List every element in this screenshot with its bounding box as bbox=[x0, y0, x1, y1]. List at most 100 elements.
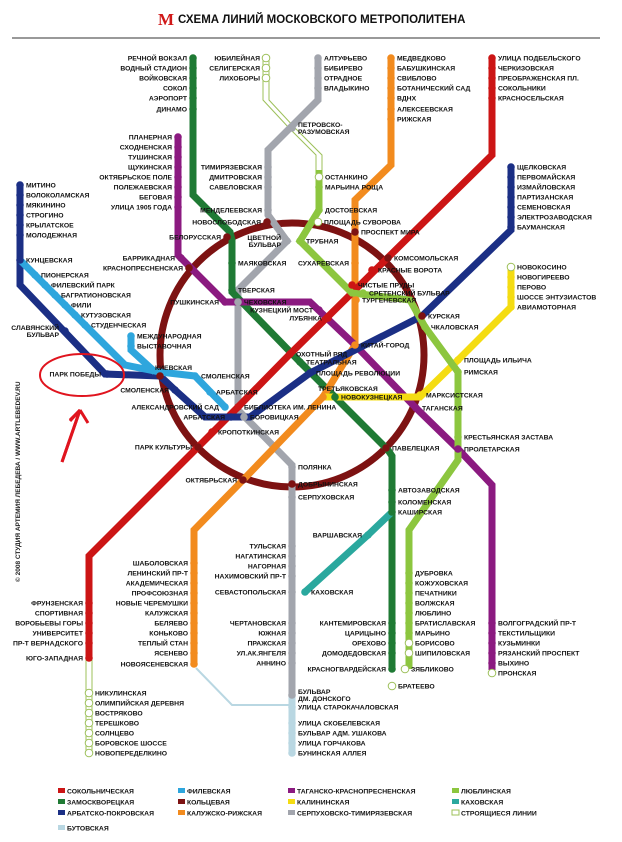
station[interactable]: НОВОСЛОБОДСКАЯ bbox=[192, 218, 271, 227]
station-label[interactable]: ДОБРЫНИНСКАЯ bbox=[298, 482, 358, 489]
station-dot-icon[interactable] bbox=[171, 386, 179, 394]
station-dot-icon[interactable] bbox=[288, 649, 296, 657]
station-label[interactable]: БОРИСОВО bbox=[415, 641, 455, 648]
station-dot-icon[interactable] bbox=[127, 332, 135, 340]
station[interactable]: СЕЛИГЕРСКАЯ bbox=[209, 63, 271, 73]
station[interactable]: ПЛОЩАДЬ СУВОРОВА bbox=[313, 217, 401, 227]
station[interactable]: ТУШИНСКАЯ bbox=[128, 153, 182, 162]
station[interactable]: ОТРАДНОЕ bbox=[314, 74, 363, 83]
station-dot-icon[interactable] bbox=[61, 301, 69, 309]
station-label[interactable]: КОЖУХОВСКАЯ bbox=[415, 581, 468, 588]
station[interactable]: РЕЧНОЙ ВОКЗАЛ bbox=[128, 54, 197, 63]
station-dot-icon[interactable] bbox=[174, 133, 182, 141]
station-dot-icon[interactable] bbox=[488, 619, 496, 627]
station[interactable]: ЩУКИНСКАЯ bbox=[128, 163, 182, 172]
station-label[interactable]: ПРОФСОЮЗНАЯ bbox=[132, 591, 189, 598]
station-label[interactable]: ПУШКИНСКАЯ bbox=[170, 300, 219, 307]
station-dot-icon[interactable] bbox=[81, 321, 89, 329]
station-dot-icon[interactable] bbox=[288, 629, 296, 637]
station-label[interactable]: ОХОТНЫЙ РЯД bbox=[296, 350, 347, 359]
station-dot-icon[interactable] bbox=[314, 74, 322, 82]
station-label[interactable]: ПРОНСКАЯ bbox=[498, 671, 536, 678]
station[interactable]: БАБУШКИНСКАЯ bbox=[387, 64, 455, 73]
station-label[interactable]: СУХАРЕВСКАЯ bbox=[298, 261, 349, 268]
station-dot-icon[interactable] bbox=[405, 579, 413, 587]
station-label[interactable]: ТУЛЬСКАЯ bbox=[250, 544, 287, 551]
station-dot-icon[interactable] bbox=[190, 579, 198, 587]
station[interactable]: КИТАЙ-ГОРОД bbox=[351, 341, 410, 350]
station-label[interactable]: ВОЙКОВСКАЯ bbox=[139, 74, 187, 83]
station-dot-icon[interactable] bbox=[189, 74, 197, 82]
station-label[interactable]: ВОРОБЬЕВЫ ГОРЫ bbox=[15, 621, 83, 628]
station-dot-icon[interactable] bbox=[127, 342, 135, 350]
station[interactable]: КУТУЗОВСКАЯ bbox=[71, 311, 131, 320]
station-label[interactable]: СТРОГИНО bbox=[26, 213, 64, 220]
station[interactable]: НОВОПЕРЕДЕЛКИНО bbox=[84, 748, 167, 758]
station[interactable]: БАГРАТИОНОВСКАЯ bbox=[51, 291, 131, 300]
station-dot-icon[interactable] bbox=[16, 221, 24, 229]
station-dot-icon[interactable] bbox=[84, 698, 94, 708]
station-label[interactable]: ПЛОЩАДЬ РЕВОЛЮЦИИ bbox=[316, 371, 400, 378]
station[interactable]: ПЕРОВО bbox=[507, 283, 546, 292]
station-label[interactable]: ЗЯБЛИКОВО bbox=[411, 667, 454, 674]
station-dot-icon[interactable] bbox=[507, 213, 515, 221]
station[interactable]: БАУМАНСКАЯ bbox=[507, 223, 565, 232]
station-label[interactable]: РИЖСКАЯ bbox=[397, 117, 431, 124]
station[interactable]: ЮЖНАЯ bbox=[258, 629, 296, 638]
station-dot-icon[interactable] bbox=[351, 228, 359, 236]
station-label[interactable]: БРАТИСЛАВСКАЯ bbox=[415, 621, 475, 628]
station-label[interactable]: СЕВАСТОПОЛЬСКАЯ bbox=[215, 590, 286, 597]
station-dot-icon[interactable] bbox=[228, 259, 236, 267]
station-dot-icon[interactable] bbox=[364, 531, 372, 539]
station[interactable]: ПЕЧАТНИКИ bbox=[405, 589, 457, 598]
station-dot-icon[interactable] bbox=[319, 393, 327, 401]
station[interactable]: АВТОЗАВОДСКАЯ bbox=[388, 486, 460, 495]
station-dot-icon[interactable] bbox=[315, 206, 323, 214]
station-dot-icon[interactable] bbox=[288, 719, 296, 727]
station-label[interactable]: НОВОЯСЕНЕВСКАЯ bbox=[121, 662, 189, 669]
station[interactable]: ЛЮБЛИНО bbox=[405, 609, 451, 618]
station[interactable]: ОЛИМПИЙСКАЯ ДЕРЕВНЯ bbox=[84, 698, 184, 708]
station-label[interactable]: НОВОГИРЕЕВО bbox=[517, 275, 570, 282]
station-dot-icon[interactable] bbox=[288, 124, 296, 132]
station-dot-icon[interactable] bbox=[288, 588, 296, 596]
station[interactable]: КРОПОТКИНСКАЯ bbox=[208, 428, 279, 437]
station-dot-icon[interactable] bbox=[288, 749, 296, 757]
station-dot-icon[interactable] bbox=[388, 649, 396, 657]
station-dot-icon[interactable] bbox=[387, 84, 395, 92]
station-dot-icon[interactable] bbox=[288, 739, 296, 747]
station[interactable]: ВОЛГОГРАДСКИЙ ПР-Т bbox=[488, 619, 577, 628]
station-dot-icon[interactable] bbox=[190, 559, 198, 567]
station[interactable]: ФИЛЕВСКИЙ ПАРК bbox=[41, 281, 116, 290]
station-dot-icon[interactable] bbox=[421, 323, 429, 331]
station-label[interactable]: ВОЛЖСКАЯ bbox=[415, 601, 455, 608]
station[interactable]: АРБАТСКАЯ bbox=[206, 388, 258, 397]
station[interactable]: ТЕРЕШКОВО bbox=[84, 718, 139, 728]
station-dot-icon[interactable] bbox=[51, 291, 59, 299]
station[interactable]: АЛТУФЬЕВО bbox=[314, 54, 367, 63]
station-dot-icon[interactable] bbox=[16, 191, 24, 199]
station[interactable]: ОХОТНЫЙ РЯД bbox=[286, 350, 347, 359]
station-label[interactable]: КУНЦЕВСКАЯ bbox=[26, 258, 73, 265]
station[interactable]: ПРОЛЕТАРСКАЯ bbox=[454, 445, 520, 454]
station-dot-icon[interactable] bbox=[387, 105, 395, 113]
station-dot-icon[interactable] bbox=[314, 172, 324, 182]
station-dot-icon[interactable] bbox=[351, 259, 359, 267]
station-label[interactable]: ЧЕХОВСКАЯ bbox=[244, 300, 287, 307]
station-dot-icon[interactable] bbox=[185, 264, 193, 272]
station-label[interactable]: ОЛИМПИЙСКАЯ ДЕРЕВНЯ bbox=[95, 699, 184, 708]
station-label[interactable]: ЦАРИЦЫНО bbox=[345, 631, 386, 638]
station-dot-icon[interactable] bbox=[405, 619, 413, 627]
station-label[interactable]: МОЛОДЕЖНАЯ bbox=[26, 233, 77, 240]
station-label[interactable]: ТРЕТЬЯКОВСКАЯ bbox=[318, 386, 378, 393]
station-dot-icon[interactable] bbox=[288, 691, 296, 699]
station[interactable]: АЭРОПОРТ bbox=[149, 94, 197, 103]
station[interactable]: СТРОГИНО bbox=[16, 211, 64, 220]
station-label[interactable]: ВОСТРЯКОВО bbox=[95, 711, 143, 718]
station-dot-icon[interactable] bbox=[221, 298, 229, 306]
station-label[interactable]: БОРОВИЦКАЯ bbox=[250, 415, 299, 422]
station-label[interactable]: ЛУБЯНКА bbox=[289, 316, 322, 323]
station-dot-icon[interactable] bbox=[314, 84, 322, 92]
station[interactable]: МЯКИНИНО bbox=[16, 201, 66, 210]
